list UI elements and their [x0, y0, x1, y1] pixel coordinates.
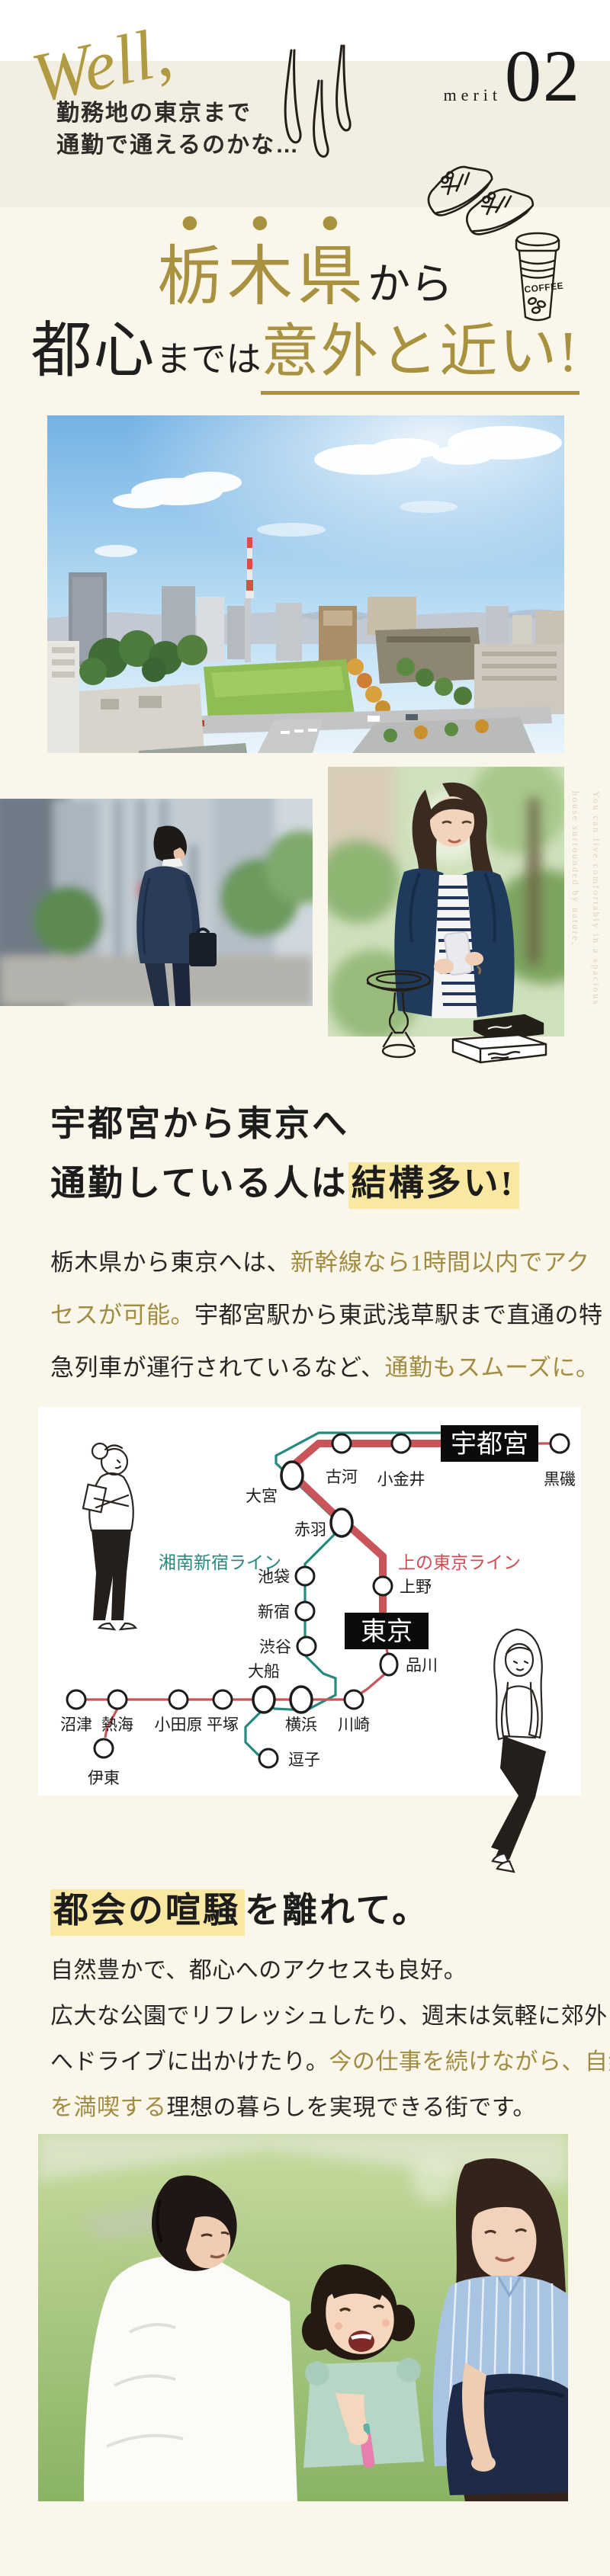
title-line-1: 栃木県から [0, 204, 610, 313]
nature-heading-rest: を離れて。 [245, 1891, 430, 1930]
paragraph-line: 栃木県から東京へは、新幹線なら1時間以内でアク [50, 1249, 590, 1276]
title-line-2: 都心までは意外と近い! [0, 318, 610, 395]
title-toshin: 都心 [30, 318, 156, 385]
commute-heading: 宇都宮から東京へ 通勤している人は結構多い! [50, 1094, 519, 1213]
vertical-caption-line-2: house surrounded by nature, [570, 791, 581, 947]
route-map-panel: 湘南新宿ライン 上の東京ライン [38, 1407, 581, 1796]
title-tochigi: 栃木県 [157, 240, 368, 313]
ueno-tokyo-label: 上の東京ライン [398, 1553, 521, 1572]
businessman-street-photo [0, 799, 313, 1006]
nature-paragraph: 自然豊かで、都心へのアクセスも良好。広大な公園でリフレッシュしたり、週末は気軽に… [50, 1948, 610, 2131]
foreground-roofs [47, 641, 247, 753]
paragraph-line: 広大な公園でリフレッシュしたり、週末は気軽に郊外 [50, 2004, 608, 2029]
nature-heading-highlight: 都会の喧騒 [50, 1889, 245, 1936]
shoelace-drops-doodle-icon [279, 44, 352, 189]
merit-label: merit [443, 85, 502, 104]
commute-heading-highlight: 結構多い! [348, 1162, 519, 1209]
title-igaito-chikai: 意外と近い! [261, 320, 580, 395]
title-madewa: までは [156, 340, 262, 379]
paragraph-line: セスが可能。宇都宮駅から東武浅草駅まで直通の特 [50, 1302, 603, 1328]
sitting-woman-doodle [491, 1623, 546, 1886]
title-kara: から [368, 261, 453, 309]
coffee-cup-doodle-icon: COFFEE [506, 227, 564, 328]
station-kawasaki: 川崎 [338, 1716, 370, 1734]
svg-text:COFFEE: COFFEE [524, 280, 564, 295]
station-odawara: 小田原 [155, 1716, 203, 1734]
station-atami: 熱海 [101, 1716, 133, 1734]
station-yokohama: 横浜 [285, 1716, 317, 1734]
station-shibuya: 渋谷 [259, 1638, 291, 1656]
nature-heading: 都会の喧騒を離れて。 [50, 1881, 429, 1940]
daughter-figure [302, 2264, 424, 2468]
well-script-text: Well, [29, 12, 178, 117]
station-shinagawa: 品川 [406, 1656, 438, 1674]
station-shinjuku: 新宿 [258, 1603, 290, 1621]
top-white-band [0, 0, 610, 61]
intro-line-2: 通勤で通えるのかな… [56, 133, 300, 158]
books-stack-doodle-icon [445, 1004, 554, 1065]
station-ueno: 上野 [400, 1578, 432, 1596]
family-picnic-photo [38, 2134, 568, 2501]
utsunomiya-cityscape-photo [47, 415, 564, 753]
roads [92, 706, 552, 753]
merit-number-block: merit 02 [444, 40, 581, 113]
route-map: 湘南新宿ライン 上の東京ライン [60, 1425, 576, 1787]
sneakers-doodle-icon [418, 139, 537, 262]
terminal-boxes: 宇都宮 東京 [345, 1425, 538, 1649]
station-numazu: 沼津 [60, 1716, 92, 1734]
station-zushi: 逗子 [288, 1751, 320, 1769]
commute-heading-line-1: 宇都宮から東京へ [50, 1104, 349, 1143]
radio-tower [246, 537, 254, 598]
station-kuroiso: 黒磯 [544, 1470, 576, 1488]
woman-with-phone-photo [328, 767, 564, 1036]
station-ikebukuro: 池袋 [258, 1568, 290, 1586]
woman-figure [394, 782, 515, 1018]
station-utsunomiya: 宇都宮 [451, 1430, 528, 1459]
paragraph-line: 急列車が運行されているなど、通勤もスムーズに。 [50, 1354, 600, 1381]
station-tokyo: 東京 [361, 1617, 413, 1646]
mother-figure [432, 2158, 568, 2501]
merit-number: 02 [505, 35, 581, 117]
commute-heading-plain: 通勤している人は [50, 1164, 348, 1203]
commute-paragraph: 栃木県から東京へは、新幹線なら1時間以内でアクセスが可能。宇都宮駅から東武浅草駅… [50, 1236, 603, 1394]
commute-heading-line-2: 通勤している人は結構多い! [50, 1154, 519, 1213]
station-koganei: 小金井 [377, 1470, 425, 1488]
father-figure [84, 2175, 297, 2501]
station-ofuna: 大船 [248, 1662, 280, 1680]
station-omiya: 大宮 [246, 1487, 278, 1505]
standing-woman-doodle [82, 1442, 137, 1631]
station-markers [66, 1433, 570, 1769]
vertical-caption-line-1: You can live comfortably in a spacious [591, 791, 602, 1006]
paragraph-line: を満喫する理想の暮らしを実現できる街です。 [50, 2095, 536, 2120]
station-koga: 古河 [326, 1468, 358, 1486]
station-akabane: 赤羽 [294, 1520, 326, 1539]
station-ito: 伊東 [88, 1769, 120, 1787]
intro-line-1: 勤務地の東京まで [56, 101, 252, 126]
station-hiratsuka: 平塚 [207, 1716, 239, 1734]
businessman-figure [136, 825, 217, 1006]
shonan-shinjuku-label: 湘南新宿ライン [159, 1553, 281, 1572]
station-labels: 黒磯 小金井 古河 大宮 赤羽 池袋 新宿 渋谷 上野 品川 大船 横浜 川崎 … [60, 1468, 576, 1787]
section-title: 栃木県から 都心までは意外と近い! [0, 204, 610, 395]
clouds [95, 426, 562, 557]
paragraph-line: 自然豊かで、都心へのアクセスも良好。 [50, 1958, 467, 1983]
intro-worry-text: 勤務地の東京まで 通勤で通えるのかな… [56, 98, 300, 162]
utsunomiya-tokyo-red-line [288, 1440, 441, 1614]
paragraph-line: へドライブに出かけたり。今の仕事を続けながら、自然 [50, 2049, 610, 2075]
upper-beige-band [0, 61, 610, 207]
compote-dish-doodle-icon [363, 965, 435, 1065]
